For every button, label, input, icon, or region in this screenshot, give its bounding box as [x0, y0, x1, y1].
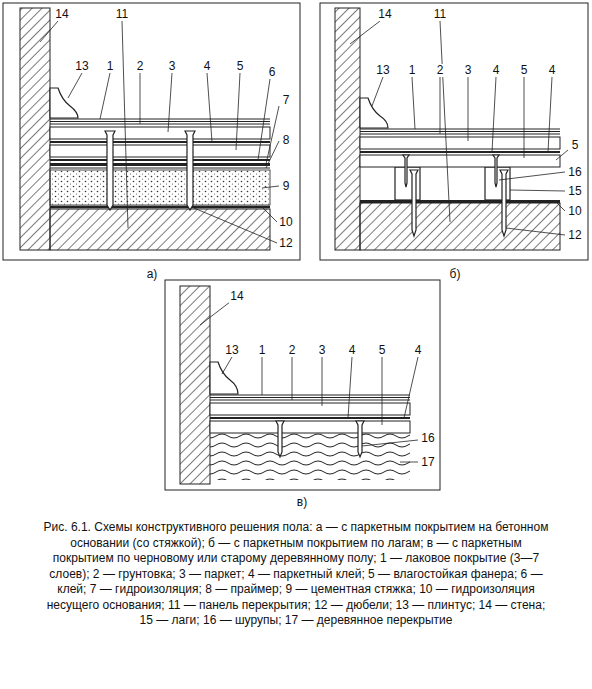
callout-number: 4	[414, 344, 423, 357]
callout-number: 13	[224, 344, 239, 357]
callout-number: 3	[464, 64, 473, 77]
callout-number: 12	[278, 237, 293, 250]
callout-number: 1	[106, 60, 115, 73]
callout-number: 2	[288, 344, 297, 357]
callout-number: 10	[567, 205, 582, 218]
callout-number: 5	[571, 139, 580, 152]
callout-number: 10	[278, 216, 293, 229]
callout-number: 2	[436, 64, 445, 77]
callout-number: 3	[168, 60, 177, 73]
callout-number: 1	[408, 64, 417, 77]
callout-number: 15	[567, 185, 582, 198]
panel-letter: а)	[146, 268, 159, 281]
callout-number: 5	[520, 64, 529, 77]
callout-number: 11	[433, 8, 447, 21]
callout-number: 13	[74, 60, 89, 73]
callout-number: 14	[54, 8, 69, 21]
callout-number: 17	[420, 456, 435, 469]
callout-number: 1	[258, 344, 267, 357]
figure-caption: Рис. 6.1. Схемы конструктивного решения …	[40, 520, 552, 629]
callout-number: 4	[492, 64, 501, 77]
callout-number: 16	[420, 432, 435, 445]
callout-number: 9	[282, 180, 291, 193]
callout-number: 7	[282, 94, 291, 107]
callout-number: 13	[375, 64, 390, 77]
callout-number: 4	[203, 60, 212, 73]
callout-number: 14	[229, 290, 244, 303]
callout-number: 2	[136, 60, 145, 73]
callout-number: 4	[548, 64, 557, 77]
callout-number: 11	[115, 8, 129, 21]
callout-number: 6	[268, 66, 277, 79]
callout-number: 8	[282, 134, 291, 147]
callout-number: 14	[377, 8, 392, 21]
panel-letter: в)	[296, 496, 308, 509]
callout-number: 4	[348, 344, 357, 357]
callout-number: 5	[378, 344, 387, 357]
callout-number: 5	[236, 60, 245, 73]
panel-letter: б)	[449, 268, 462, 281]
callout-number: 3	[318, 344, 327, 357]
callout-number: 12	[567, 229, 582, 242]
callout-number: 16	[567, 166, 582, 179]
